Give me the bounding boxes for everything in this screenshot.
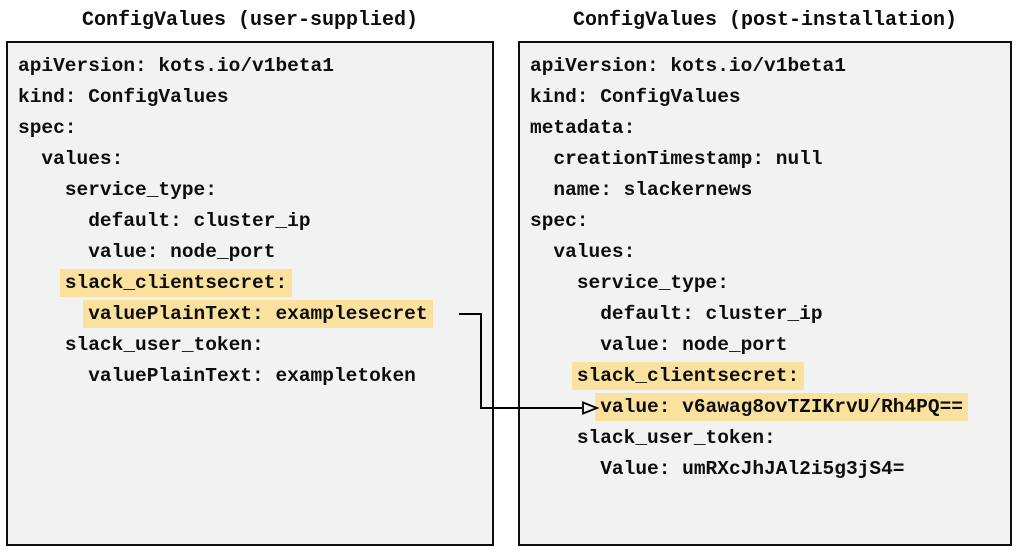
yaml-line: kind: ConfigValues bbox=[530, 86, 741, 108]
yaml-line: apiVersion: kots.io/v1beta1 bbox=[530, 55, 846, 77]
left-panel-title: ConfigValues (user-supplied) bbox=[81, 9, 419, 32]
yaml-line: valuePlainText: exampletoken bbox=[88, 365, 416, 387]
yaml-line: name: slackernews bbox=[553, 179, 753, 201]
post-installation-config-box: apiVersion: kots.io/v1beta1 kind: Config… bbox=[518, 41, 1012, 546]
yaml-line: kind: ConfigValues bbox=[18, 86, 229, 108]
yaml-line: slack_user_token: bbox=[576, 427, 776, 449]
yaml-line-highlighted-encrypted-value: value: v6awag8ovTZIKrvU/Rh4PQ== bbox=[530, 392, 1000, 423]
user-supplied-config-box: apiVersion: kots.io/v1beta1 kind: Config… bbox=[6, 41, 494, 546]
yaml-line-highlighted-secret-key: slack_clientsecret: bbox=[530, 361, 1000, 392]
yaml-line: metadata: bbox=[530, 117, 636, 139]
yaml-line: default: cluster_ip bbox=[88, 210, 311, 232]
yaml-line-highlighted-plaintext-value: valuePlainText: examplesecret bbox=[18, 299, 482, 330]
yaml-line-highlighted-secret-key: slack_clientsecret: bbox=[18, 268, 482, 299]
right-panel-title: ConfigValues (post-installation) bbox=[572, 9, 958, 32]
yaml-line: default: cluster_ip bbox=[600, 303, 823, 325]
yaml-line: service_type: bbox=[64, 179, 217, 201]
yaml-line: spec: bbox=[18, 117, 77, 139]
yaml-line: service_type: bbox=[576, 272, 729, 294]
yaml-line: slack_user_token: bbox=[64, 334, 264, 356]
yaml-line: spec: bbox=[530, 210, 589, 232]
yaml-line: values: bbox=[553, 241, 636, 263]
yaml-line: apiVersion: kots.io/v1beta1 bbox=[18, 55, 334, 77]
yaml-line: creationTimestamp: null bbox=[553, 148, 823, 170]
yaml-line: value: node_port bbox=[88, 241, 276, 263]
yaml-line: Value: umRXcJhJAl2i5g3jS4= bbox=[600, 458, 905, 480]
yaml-line: values: bbox=[41, 148, 124, 170]
yaml-line: value: node_port bbox=[600, 334, 788, 356]
